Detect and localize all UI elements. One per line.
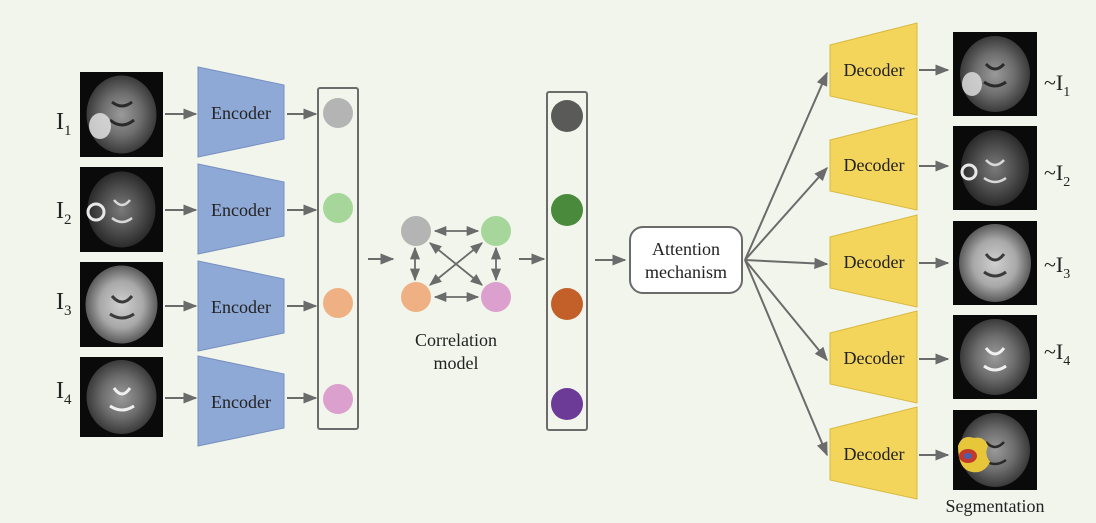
- input-image-4: [80, 357, 163, 437]
- attention-mechanism: Attention mechanism: [630, 227, 742, 293]
- encoder-label: Encoder: [211, 392, 271, 412]
- input-labels: I1 I2 I3 I4: [56, 109, 72, 408]
- output-label-1: ~I1: [1044, 70, 1070, 100]
- output-label-2: ~I2: [1044, 160, 1070, 190]
- feature-column: [318, 88, 358, 429]
- input-label-2: I2: [56, 198, 72, 228]
- arrows-images-to-encoders: [165, 114, 196, 398]
- output-label-3: ~I3: [1044, 252, 1070, 282]
- correlation-model: Correlation model: [401, 216, 511, 373]
- correlation-node-gray: [401, 216, 431, 246]
- decoder-label: Decoder: [844, 348, 905, 368]
- output-label-4: ~I4: [1044, 339, 1070, 369]
- decoder-3: Decoder: [830, 215, 917, 307]
- output-image-2: [953, 126, 1037, 210]
- feature-orange: [323, 288, 353, 318]
- decoder-4: Decoder: [830, 311, 917, 403]
- arrows-attention-to-decoders: [745, 73, 827, 455]
- correlation-node-green: [481, 216, 511, 246]
- input-image-1: [80, 72, 163, 157]
- attention-label: Attention: [652, 239, 720, 259]
- input-label-1: I1: [56, 109, 72, 139]
- feature-gray: [323, 98, 353, 128]
- arrows-encoders-to-features: [287, 114, 316, 398]
- fused-feature-dark: [551, 100, 583, 132]
- decoder-label: Decoder: [844, 252, 905, 272]
- output-image-4: [953, 315, 1037, 399]
- attention-label-2: mechanism: [645, 262, 727, 282]
- input-image-2: [80, 167, 163, 252]
- input-label-4: I4: [56, 378, 72, 408]
- arrows-decoders-to-outputs: [919, 70, 948, 455]
- feature-pink: [323, 384, 353, 414]
- segmentation-label: Segmentation: [946, 496, 1045, 516]
- input-label-3: I3: [56, 289, 72, 319]
- feature-green: [323, 193, 353, 223]
- encoder-label: Encoder: [211, 200, 271, 220]
- fused-feature-purple: [551, 388, 583, 420]
- decoder-2: Decoder: [830, 118, 917, 210]
- encoder-4: Encoder: [198, 356, 284, 446]
- encoder-label: Encoder: [211, 297, 271, 317]
- encoder-3: Encoder: [198, 261, 284, 351]
- encoder-label: Encoder: [211, 103, 271, 123]
- output-segmentation-image: [953, 410, 1037, 490]
- output-image-3: [953, 221, 1037, 305]
- correlation-node-orange: [401, 282, 431, 312]
- decoder-label: Decoder: [844, 60, 905, 80]
- correlation-label-2: model: [434, 353, 479, 373]
- encoder-1: Encoder: [198, 67, 284, 157]
- correlation-label: Correlation: [415, 330, 497, 350]
- correlation-node-pink: [481, 282, 511, 312]
- fused-feature-column: [547, 92, 587, 430]
- fused-feature-green: [551, 194, 583, 226]
- decoder-5: Decoder: [830, 407, 917, 499]
- output-image-1: [953, 32, 1037, 116]
- decoder-label: Decoder: [844, 444, 905, 464]
- decoder-1: Decoder: [830, 23, 917, 115]
- decoder-label: Decoder: [844, 155, 905, 175]
- encoder-2: Encoder: [198, 164, 284, 254]
- fused-feature-orange: [551, 288, 583, 320]
- input-image-3: [80, 262, 163, 347]
